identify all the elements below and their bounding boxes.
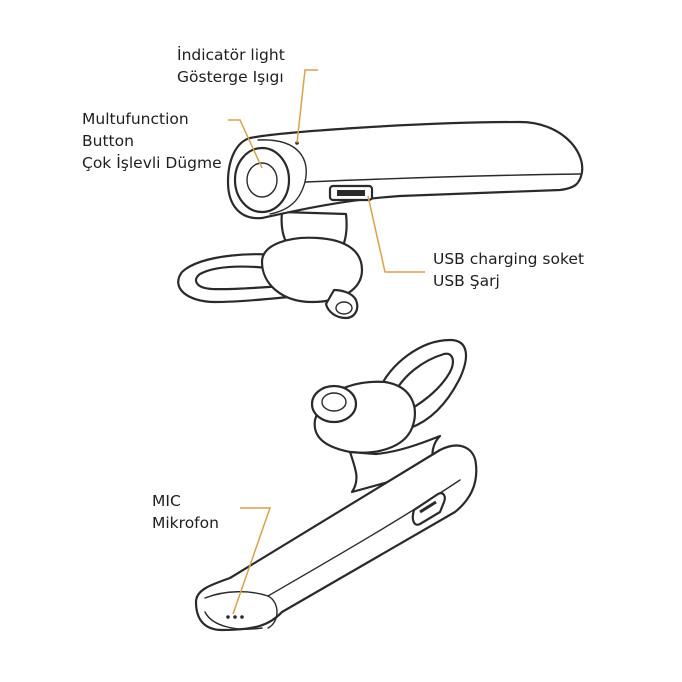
indicator-label: İndicatör light Gösterge Işıgı — [177, 44, 285, 88]
ear-tip-top — [324, 288, 359, 320]
ear-tip-bottom — [310, 384, 358, 424]
ear-bud-body-top — [260, 236, 364, 304]
usb-port-bottom — [411, 492, 446, 526]
multifunction-label: Multufunction Button Çok İşlevli Dügme — [82, 108, 222, 174]
main-body-bottom — [194, 444, 478, 632]
leader-multifunction — [228, 119, 263, 169]
multifunction-label-tr: Çok İşlevli Dügme — [82, 154, 222, 172]
mic-hole-1 — [226, 615, 230, 619]
mic-label-en: MIC — [152, 492, 181, 510]
usb-label-en: USB charging soket — [433, 250, 585, 268]
headset-top — [177, 120, 584, 320]
main-body-top — [226, 120, 584, 220]
indicator-label-tr: Gösterge Işıgı — [177, 68, 284, 86]
stem-bottom — [348, 434, 442, 494]
usb-label: USB charging soket USB Şarj — [433, 248, 584, 292]
multifunction-label-line2: Button — [82, 132, 134, 150]
mic-hole-3 — [240, 615, 244, 619]
mic-label: MIC Mikrofon — [152, 490, 219, 534]
leader-mic — [232, 507, 272, 615]
indicator-label-en: İndicatör light — [177, 46, 285, 64]
mic-hole-2 — [233, 615, 237, 619]
mic-label-tr: Mikrofon — [152, 514, 219, 532]
leader-indicator — [296, 69, 318, 144]
leader-usb — [367, 195, 425, 273]
headset-bottom — [194, 338, 478, 632]
usb-label-tr: USB Şarj — [433, 272, 500, 290]
multifunction-label-line1: Multufunction — [82, 110, 189, 128]
multifunction-button-top — [233, 146, 291, 214]
